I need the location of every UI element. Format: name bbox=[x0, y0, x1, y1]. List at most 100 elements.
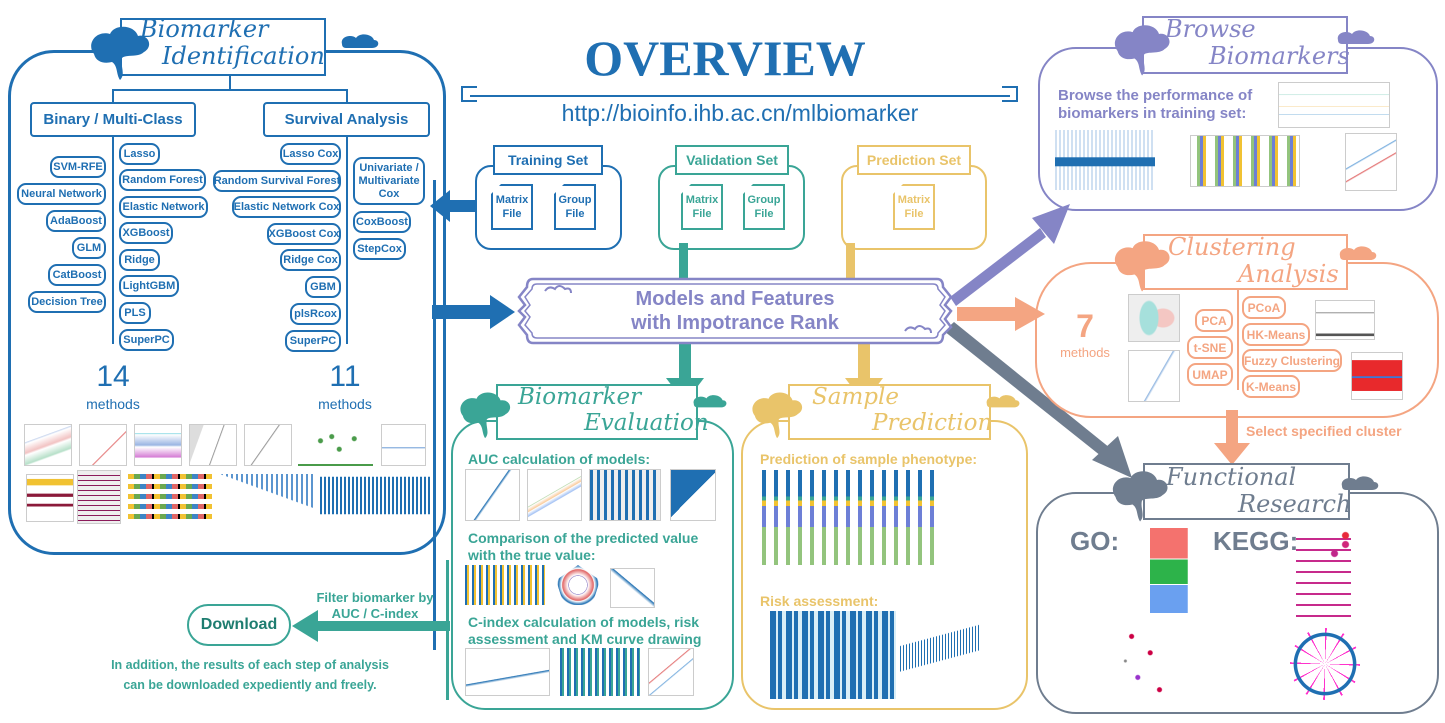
prediction-set-label: Prediction Set bbox=[857, 145, 971, 175]
method-elastic-network-cox[interactable]: Elastic Network Cox bbox=[232, 196, 341, 218]
method-superpc-survival[interactable]: SuperPC bbox=[285, 330, 341, 352]
page-title: OVERVIEW bbox=[584, 30, 866, 86]
browse-description: Browse the performance of biomarkers in … bbox=[1058, 87, 1252, 123]
method-decision-tree[interactable]: Decision Tree bbox=[28, 291, 106, 313]
result-plot-thumbnail bbox=[244, 424, 292, 466]
method-adaboost[interactable]: AdaBoost bbox=[46, 210, 106, 232]
heading-line-1: Comparison of the predicted value bbox=[468, 530, 699, 546]
cloud-ornament-icon bbox=[1114, 25, 1170, 76]
title-line-1: Biomarker bbox=[518, 384, 642, 410]
method-label: Elastic Network Cox bbox=[233, 200, 340, 213]
cluster-method-tsne[interactable]: t-SNE bbox=[1187, 336, 1233, 359]
method-svm-rfe[interactable]: SVM-RFE bbox=[50, 156, 106, 178]
cluster-method-umap[interactable]: UMAP bbox=[1187, 363, 1233, 386]
validation-group-file[interactable]: Group File bbox=[743, 184, 785, 230]
result-plot-thumbnail bbox=[189, 424, 237, 466]
cloud-ornament-icon bbox=[693, 395, 727, 408]
cluster-method-k-means[interactable]: K-Means bbox=[1242, 375, 1300, 398]
central-node-line-2: with Impotrance Rank bbox=[631, 312, 839, 334]
file-label: Group File bbox=[558, 194, 592, 220]
cluster-method-pca[interactable]: PCA bbox=[1195, 309, 1233, 332]
cloud-ornament-icon bbox=[986, 395, 1020, 408]
download-button[interactable]: Download bbox=[187, 604, 291, 646]
survival-km-thumbnail bbox=[1345, 133, 1397, 191]
method-label: Random Forest bbox=[122, 173, 203, 186]
file-label: Matrix File bbox=[685, 194, 719, 220]
training-group-file[interactable]: Group File bbox=[554, 184, 596, 230]
title-line-2: Evaluation bbox=[584, 410, 709, 436]
method-label: XGBoost bbox=[122, 226, 170, 239]
risk-section-heading: Risk assessment: bbox=[760, 593, 879, 609]
method-lasso[interactable]: Lasso bbox=[119, 143, 160, 165]
cloud-ornament-icon bbox=[752, 392, 803, 439]
prediction-matrix-file[interactable]: Matrix File bbox=[893, 184, 935, 230]
method-catboost[interactable]: CatBoost bbox=[48, 264, 106, 286]
validation-matrix-file[interactable]: Matrix File bbox=[681, 184, 723, 230]
method-lasso-cox[interactable]: Lasso Cox bbox=[280, 143, 341, 165]
result-plot-thumbnail bbox=[77, 470, 121, 524]
violin-plot-thumbnail bbox=[1190, 135, 1300, 187]
method-coxboost[interactable]: CoxBoost bbox=[353, 211, 411, 233]
phenotype-section-heading: Prediction of sample phenotype: bbox=[760, 451, 978, 467]
title-line-2: Biomarkers bbox=[1209, 42, 1350, 70]
central-node-line-1: Models and Features bbox=[635, 288, 835, 310]
cindex-section-heading: C-index calculation of models, risk asse… bbox=[468, 614, 701, 648]
method-pls[interactable]: PLS bbox=[119, 302, 151, 324]
method-label: Ridge Cox bbox=[283, 253, 338, 266]
method-label: PLS bbox=[124, 306, 146, 319]
performance-line-thumbnail bbox=[1278, 82, 1390, 128]
method-label: SuperPC bbox=[123, 333, 170, 346]
method-random-survival-forest[interactable]: Random Survival Forest bbox=[213, 170, 341, 192]
go-label: GO: bbox=[1070, 526, 1120, 556]
result-plot-thumbnail bbox=[320, 474, 432, 524]
method-label: t-SNE bbox=[1193, 340, 1227, 355]
tree-connector bbox=[112, 137, 114, 344]
cloud-ornament-icon bbox=[91, 26, 150, 80]
method-stepcox[interactable]: StepCox bbox=[353, 238, 406, 260]
tree-connector bbox=[346, 137, 348, 344]
method-univariate-multivariate-cox[interactable]: Univariate / Multivariate Cox bbox=[353, 157, 425, 205]
cluster-method-pcoa[interactable]: PCoA bbox=[1242, 296, 1286, 319]
scatter-plot-thumbnail bbox=[610, 568, 655, 608]
roc-curve-thumbnail bbox=[527, 469, 582, 521]
heading-line-2: with the true value: bbox=[468, 547, 596, 563]
method-superpc[interactable]: SuperPC bbox=[119, 329, 174, 351]
download-note: In addition, the results of each step of… bbox=[70, 655, 430, 695]
method-label: Random Survival Forest bbox=[213, 174, 341, 187]
browse-biomarkers-title-box bbox=[1142, 16, 1348, 74]
method-glm[interactable]: GLM bbox=[72, 237, 106, 259]
method-gbm[interactable]: GBM bbox=[305, 276, 341, 298]
cloud-ornament-icon bbox=[1337, 30, 1375, 44]
site-url-link[interactable]: http://bioinfo.ihb.ac.cn/mlbiomarker bbox=[561, 100, 919, 126]
kegg-dot-plot-thumbnail bbox=[1296, 531, 1351, 621]
method-label: GBM bbox=[310, 280, 336, 293]
method-xgboost[interactable]: XGBoost bbox=[119, 222, 173, 244]
fret-ornament-icon bbox=[461, 86, 477, 102]
method-random-forest[interactable]: Random Forest bbox=[119, 169, 206, 191]
method-label: Univariate / Multivariate Cox bbox=[358, 161, 420, 200]
km-curve-thumbnail bbox=[648, 648, 694, 696]
training-matrix-file[interactable]: Matrix File bbox=[491, 184, 533, 230]
browse-biomarkers-title: Browse Biomarkers bbox=[1165, 16, 1365, 70]
sample-prediction-title: Sample Prediction bbox=[812, 384, 1002, 436]
go-bar-chart-thumbnail bbox=[1150, 528, 1200, 613]
title-line-2: Analysis bbox=[1238, 260, 1339, 288]
method-xgboost-cox[interactable]: XGBoost Cox bbox=[267, 223, 341, 245]
method-ridge[interactable]: Ridge bbox=[119, 249, 160, 271]
method-label: Fuzzy Clustering bbox=[1244, 353, 1341, 368]
cluster-method-fuzzy-clustering[interactable]: Fuzzy Clustering bbox=[1242, 349, 1342, 372]
upset-plot-thumbnail bbox=[1055, 130, 1155, 190]
cluster-method-hk-means[interactable]: HK-Means bbox=[1242, 323, 1310, 346]
result-plot-thumbnail bbox=[216, 474, 316, 524]
risk-score-thumbnail bbox=[465, 648, 550, 696]
central-node-label: Models and Features with Impotrance Rank bbox=[515, 287, 955, 335]
method-elastic-network[interactable]: Elastic Network bbox=[119, 196, 208, 218]
method-ridge-cox[interactable]: Ridge Cox bbox=[280, 249, 341, 271]
biomarker-identification-title: Biomarker Identification bbox=[140, 16, 340, 70]
result-plot-thumbnail bbox=[128, 474, 212, 524]
method-neural-network[interactable]: Neural Network bbox=[17, 183, 106, 205]
method-lightgbm[interactable]: LightGBM bbox=[119, 275, 179, 297]
method-plsrcox[interactable]: plsRcox bbox=[290, 303, 341, 325]
method-label: Ridge bbox=[124, 253, 155, 266]
title-line-2: Prediction bbox=[872, 410, 993, 436]
